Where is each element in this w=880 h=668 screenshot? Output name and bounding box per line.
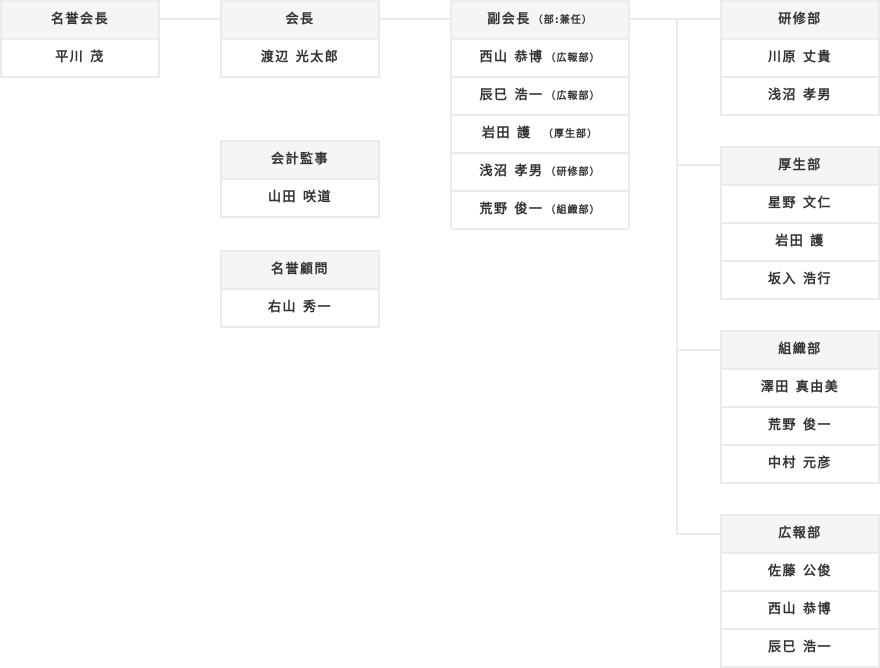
connector-line (630, 18, 720, 20)
member-row: 岩田 護 (722, 224, 878, 262)
honorary-chair-box: 名誉会長平川 茂 (0, 0, 160, 78)
member-name: 荒野 俊一 (479, 202, 544, 217)
member-row: 荒野 俊一（組織部） (452, 192, 628, 228)
member-name: 山田 咲道 (267, 190, 333, 205)
member-row: 澤田 真由美 (722, 370, 878, 408)
box-title: 名誉会長 (2, 2, 158, 40)
honorary-advisor-box: 名誉顧問右山 秀一 (220, 250, 380, 328)
box-title-text: 組織部 (778, 342, 822, 357)
box-title-text: 研修部 (778, 12, 822, 27)
box-title-text: 会長 (285, 12, 315, 27)
member-name: 佐藤 公俊 (767, 564, 833, 579)
box-title-text: 名誉会長 (50, 12, 109, 27)
box-title-text: 厚生部 (778, 158, 822, 173)
member-row: 右山 秀一 (222, 290, 378, 326)
member-row: 西山 恭博 (722, 592, 878, 630)
box-title: 会長 (222, 2, 378, 40)
member-name: 平川 茂 (55, 50, 105, 65)
training-dept-box: 研修部川原 丈貴浅沼 孝男 (720, 0, 880, 116)
box-title: 厚生部 (722, 148, 878, 186)
box-title-text: 副会長 (487, 12, 531, 27)
member-name: 坂入 浩行 (767, 272, 833, 287)
member-name: 西山 恭博 (767, 602, 833, 617)
member-row: 中村 元彦 (722, 446, 878, 482)
member-row: 辰巳 浩一（広報部） (452, 78, 628, 116)
box-title-note: （部:兼任） (532, 15, 593, 26)
member-dept-note: （厚生部） (548, 129, 599, 140)
member-row: 川原 丈貴 (722, 40, 878, 78)
member-name: 岩田 護 (775, 234, 825, 249)
member-name: 辰巳 浩一 (767, 640, 833, 655)
member-name: 浅沼 孝男 (767, 88, 833, 103)
member-name: 辰巳 浩一 (479, 88, 544, 103)
member-row: 渡辺 光太郎 (222, 40, 378, 76)
member-name: 星野 文仁 (767, 196, 833, 211)
vice-chair-box: 副会長（部:兼任）西山 恭博（広報部）辰巳 浩一（広報部）岩田 護 （厚生部）浅… (450, 0, 630, 230)
welfare-dept-box: 厚生部星野 文仁岩田 護坂入 浩行 (720, 146, 880, 300)
member-row: 佐藤 公俊 (722, 554, 878, 592)
member-row: 山田 咲道 (222, 180, 378, 216)
member-name: 西山 恭博 (479, 50, 544, 65)
box-title: 研修部 (722, 2, 878, 40)
member-row: 浅沼 孝男（研修部） (452, 154, 628, 192)
connector-line (380, 18, 450, 20)
connector-line (676, 533, 720, 535)
box-title: 広報部 (722, 516, 878, 554)
member-dept-note: （研修部） (545, 167, 601, 178)
member-dept-note: （広報部） (545, 91, 601, 102)
member-name: 浅沼 孝男 (479, 164, 544, 179)
box-title-text: 名誉顧問 (270, 262, 329, 277)
box-title-text: 会計監事 (270, 152, 329, 167)
member-dept-note: （組織部） (545, 205, 601, 216)
member-row: 岩田 護 （厚生部） (452, 116, 628, 154)
connector-line (676, 164, 720, 166)
box-title-text: 広報部 (778, 526, 822, 541)
member-row: 荒野 俊一 (722, 408, 878, 446)
member-row: 西山 恭博（広報部） (452, 40, 628, 78)
box-title: 会計監事 (222, 142, 378, 180)
connector-line (676, 349, 720, 351)
member-row: 星野 文仁 (722, 186, 878, 224)
member-name: 右山 秀一 (267, 300, 333, 315)
pr-dept-box: 広報部佐藤 公俊西山 恭博辰巳 浩一 (720, 514, 880, 668)
member-name: 荒野 俊一 (767, 418, 833, 433)
auditor-box: 会計監事山田 咲道 (220, 140, 380, 218)
member-dept-note: （広報部） (545, 53, 601, 64)
member-name: 渡辺 光太郎 (260, 50, 340, 65)
connector-line (676, 18, 678, 535)
member-row: 浅沼 孝男 (722, 78, 878, 114)
member-row: 辰巳 浩一 (722, 630, 878, 666)
member-name: 岩田 護 (481, 126, 547, 141)
chair-box: 会長渡辺 光太郎 (220, 0, 380, 78)
box-title: 名誉顧問 (222, 252, 378, 290)
box-title: 組織部 (722, 332, 878, 370)
member-row: 坂入 浩行 (722, 262, 878, 298)
member-row: 平川 茂 (2, 40, 158, 76)
member-name: 中村 元彦 (767, 456, 833, 471)
box-title: 副会長（部:兼任） (452, 2, 628, 40)
member-name: 川原 丈貴 (767, 50, 833, 65)
connector-line (160, 18, 220, 20)
organization-dept-box: 組織部澤田 真由美荒野 俊一中村 元彦 (720, 330, 880, 484)
member-name: 澤田 真由美 (760, 380, 840, 395)
